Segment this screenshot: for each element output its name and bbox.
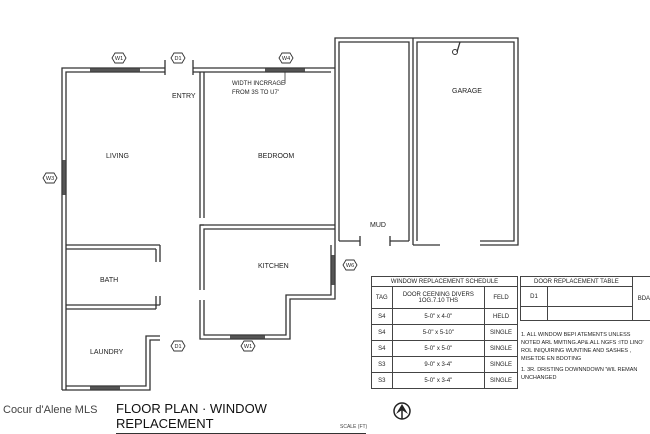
room-living: LIVING [106,153,129,160]
notes: 1. ALL WINDOW BEPI ATEMENTS UNLESS NOTED… [521,331,650,385]
note-1: 1. ALL WINDOW BEPI ATEMENTS UNLESS NOTED… [521,332,644,362]
tag-d1-top: D1 [170,52,186,64]
tags: W1 D1 W4 W3 W6 W1 D1 [42,52,358,352]
svg-text:D1: D1 [174,56,181,62]
room-laundry: LAUNDRY [90,349,124,356]
mls-logo: Cocur d'Alene MLS [3,404,98,416]
svg-text:W1: W1 [115,56,123,62]
tag-d1-bottom: D1 [170,340,186,352]
svg-text:W1: W1 [244,344,252,350]
room-kitchen: KITCHEN [258,263,289,270]
door-table-value: BDA [631,276,650,321]
doors [164,41,461,246]
scale-label: SCALE (FT) [340,424,368,430]
svg-text:D1: D1 [174,344,181,350]
tag-w4: W4 [278,52,294,64]
header-type: FELD [484,286,518,309]
svg-text:W6: W6 [346,263,354,269]
svg-text:W4: W4 [282,56,290,62]
header-tag: TAG [371,286,393,309]
window-schedule-table: WINDOW REPLACEMENT SCHEDULE TAG DOOR CEE… [371,276,518,389]
north-arrow-icon [393,402,411,420]
room-bath: BATH [100,277,118,284]
tag-w1-bottom: W1 [240,340,256,352]
room-mud: MUD [370,222,386,229]
tag-w1-top: W1 [111,52,127,64]
windows [62,68,335,390]
room-garage: GARAGE [452,88,482,95]
door-table-title: DOOR REPLACEMENT TABLE [520,276,633,287]
annotation-line-1: WIDTH INCRRAGE [232,81,285,87]
room-entry: ENTRY [172,93,196,100]
door-table-tag: D1 [520,286,548,307]
window-schedule-title: WINDOW REPLACEMENT SCHEDULE [371,276,518,287]
plan-title: FLOOR PLAN · WINDOW REPLACEMENT [116,401,366,434]
room-labels: ENTRY LIVING BEDROOM GARAGE MUD BATH KIT… [90,72,482,356]
room-bedroom: BEDROOM [258,153,294,160]
svg-text:W3: W3 [46,176,54,182]
walls [61,37,519,391]
annotation-line-2: FROM 3S TO U7' [232,90,279,96]
tag-w6: W6 [342,259,358,271]
tag-w3: W3 [42,172,58,184]
note-2: 1. 3R. DRISTING DOWNNDOWN 'WIL REMAN UNC… [521,367,638,381]
